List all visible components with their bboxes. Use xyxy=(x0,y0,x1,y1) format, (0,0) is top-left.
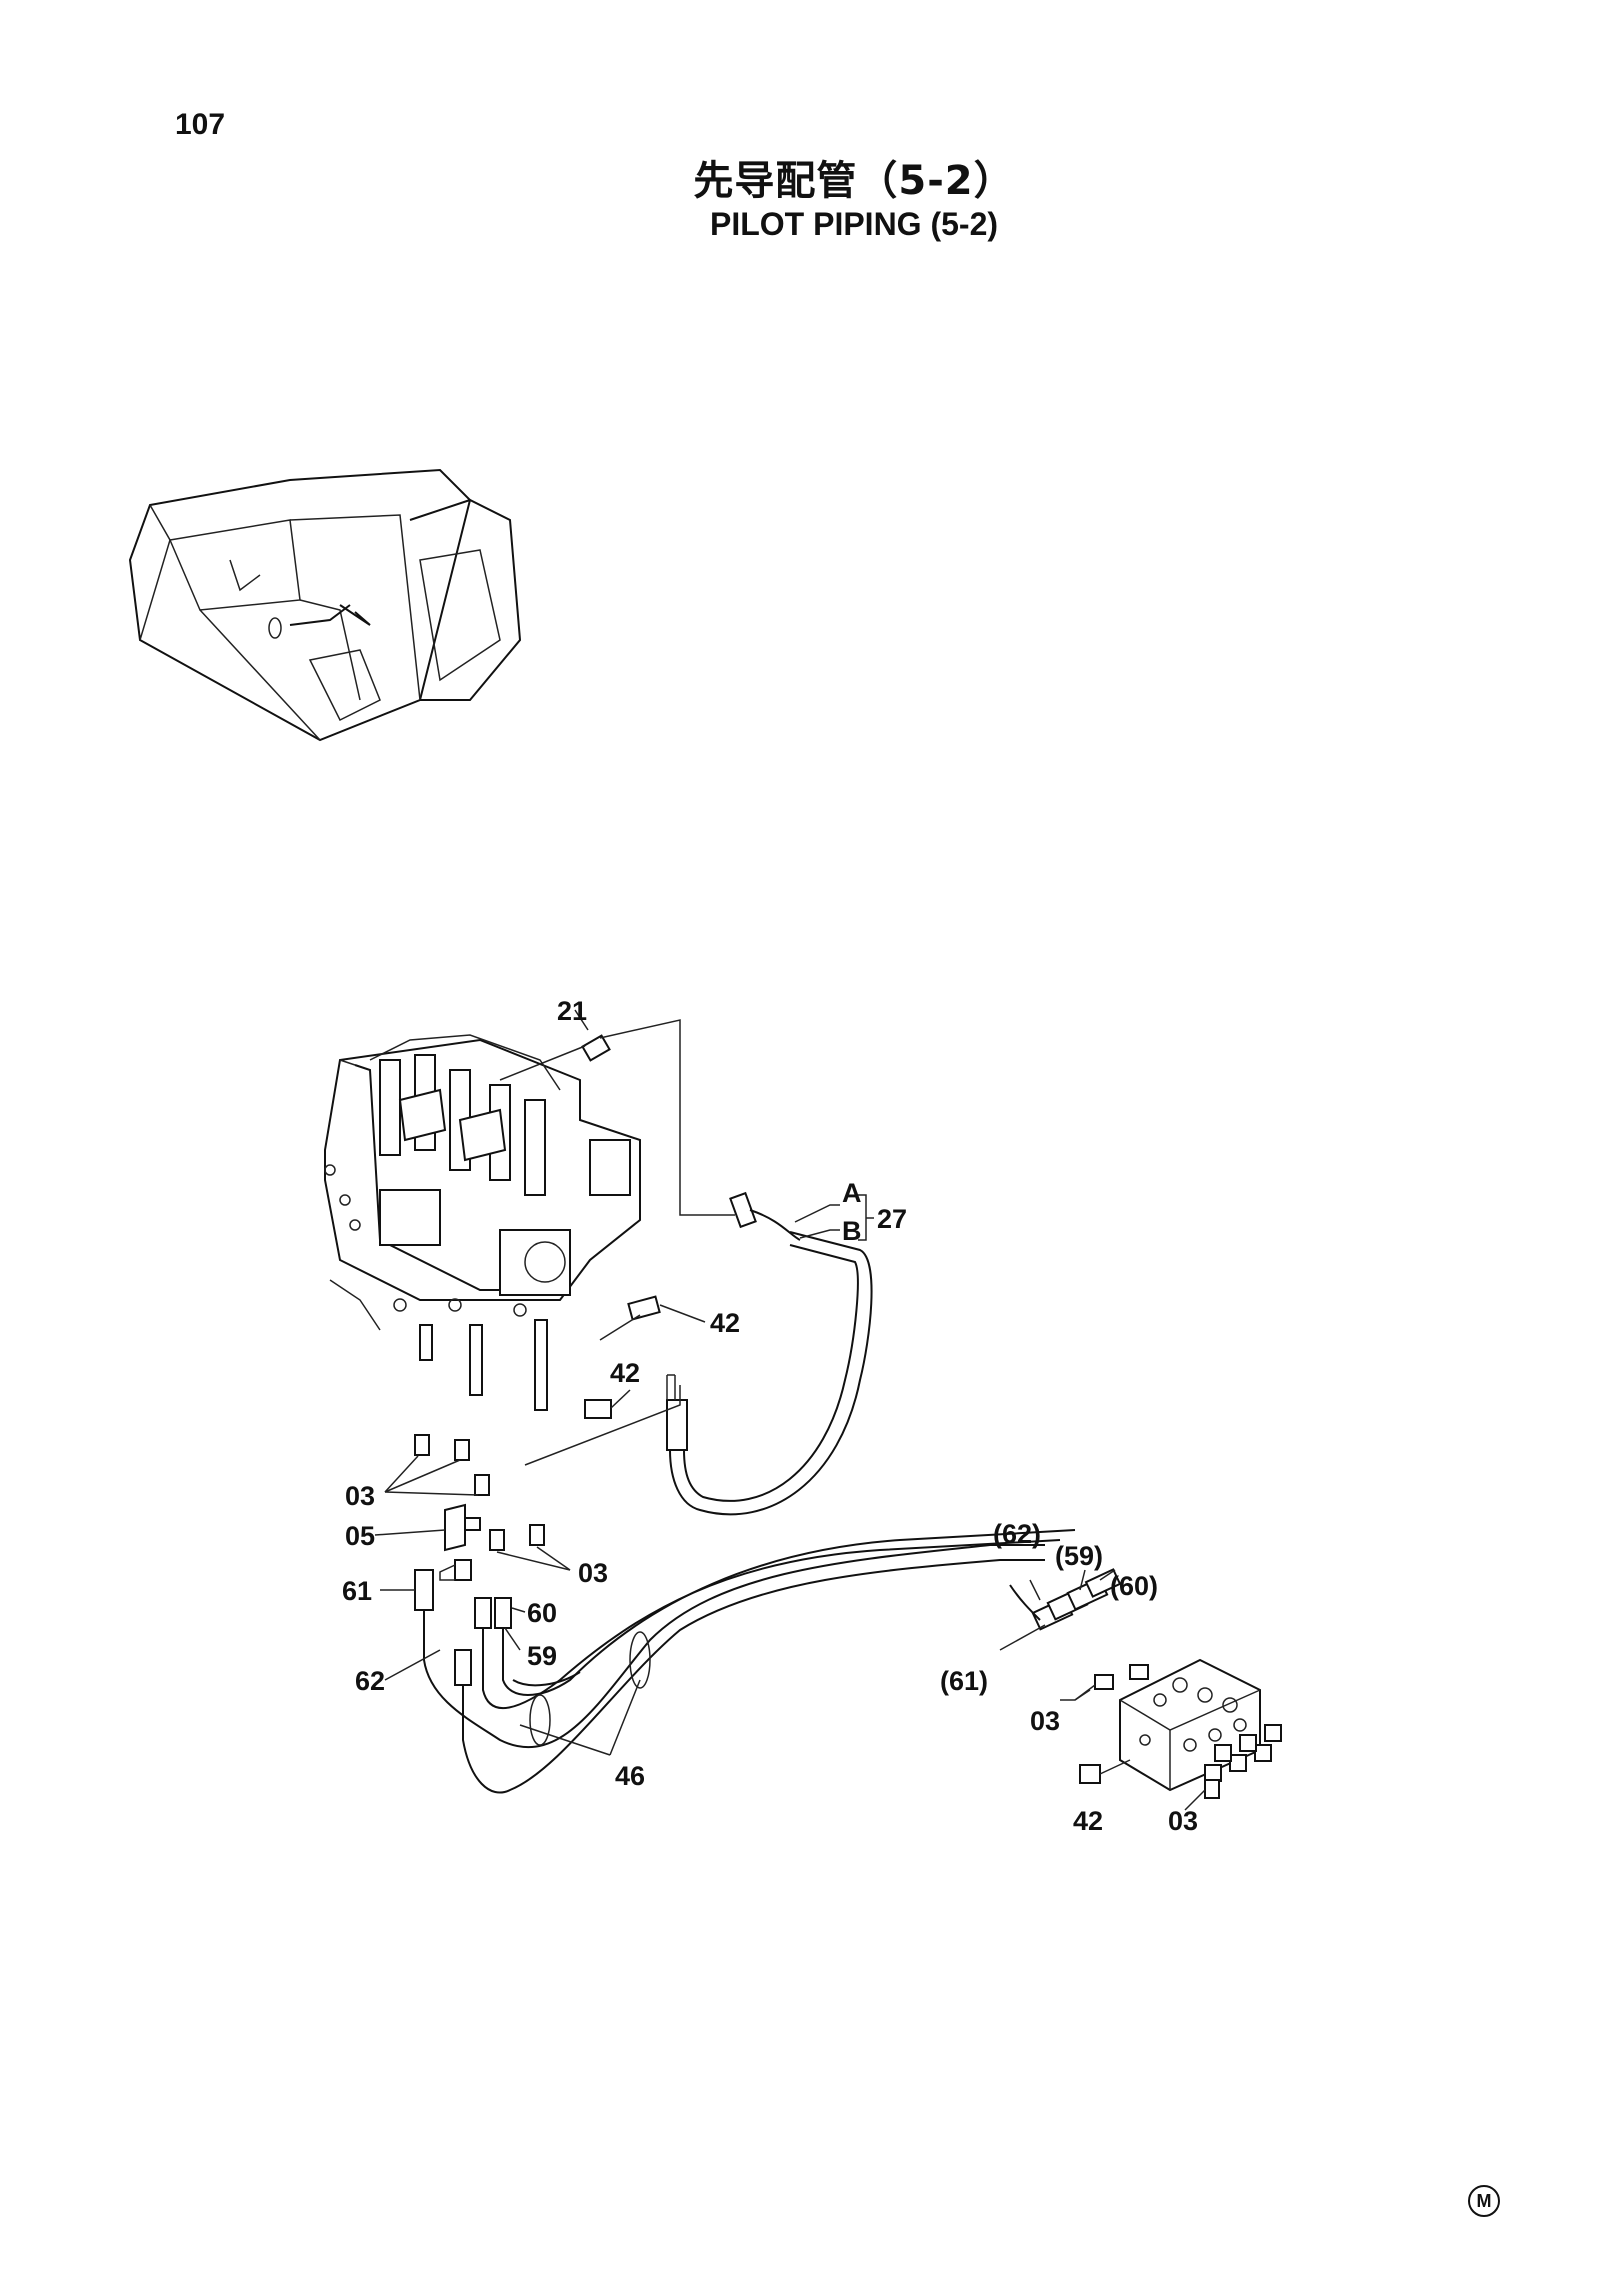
page-number: 107 xyxy=(175,108,226,141)
fitting-42-lower xyxy=(584,1389,631,1419)
fitting-21 xyxy=(499,1009,735,1216)
callout-62-paren: (62) xyxy=(993,1519,1041,1549)
footer-mark: M xyxy=(1468,2185,1500,2217)
callout-61: 61 xyxy=(342,1576,372,1606)
callout-42-upper: 42 xyxy=(710,1308,740,1338)
callout-03-right: 03 xyxy=(1168,1806,1198,1836)
fitting-42-upper xyxy=(599,1295,706,1341)
callout-b: B xyxy=(842,1216,862,1246)
distribution-block xyxy=(1060,1658,1282,1811)
callout-03-mid: 03 xyxy=(578,1558,608,1588)
callout-03-left: 03 xyxy=(345,1481,375,1511)
callout-60: 60 xyxy=(527,1598,557,1628)
callout-27: 27 xyxy=(877,1204,907,1234)
callout-a: A xyxy=(842,1178,862,1208)
callout-42-lower: 42 xyxy=(610,1358,640,1388)
machine-locator-sketch xyxy=(128,468,522,742)
page-title-chinese: 先导配管（5-2） xyxy=(693,158,1015,204)
callout-46: 46 xyxy=(615,1761,645,1791)
callout-62: 62 xyxy=(355,1666,385,1696)
callout-labels: 21 A B 27 42 42 03 05 03 61 60 62 59 46 … xyxy=(342,996,1198,1836)
hose-bundle-59-62 xyxy=(380,1529,1076,1794)
callout-59: 59 xyxy=(527,1641,557,1671)
tee-05 xyxy=(374,1503,481,1552)
control-valve-assembly xyxy=(324,1034,641,1411)
callout-59-paren: (59) xyxy=(1055,1541,1103,1571)
page-title-english: PILOT PIPING (5-2) xyxy=(709,206,999,242)
callout-60-paren: (60) xyxy=(1110,1571,1158,1601)
fittings-03 xyxy=(384,1385,681,1571)
callout-05: 05 xyxy=(345,1521,375,1551)
clamps-46 xyxy=(519,1631,651,1756)
callout-42-block: 42 xyxy=(1073,1806,1103,1836)
callout-61-paren: (61) xyxy=(940,1666,988,1696)
callout-21: 21 xyxy=(557,996,587,1026)
hose-27 xyxy=(666,1191,874,1516)
callout-03-block: 03 xyxy=(1030,1706,1060,1736)
hose-end-connectors xyxy=(999,1568,1122,1651)
